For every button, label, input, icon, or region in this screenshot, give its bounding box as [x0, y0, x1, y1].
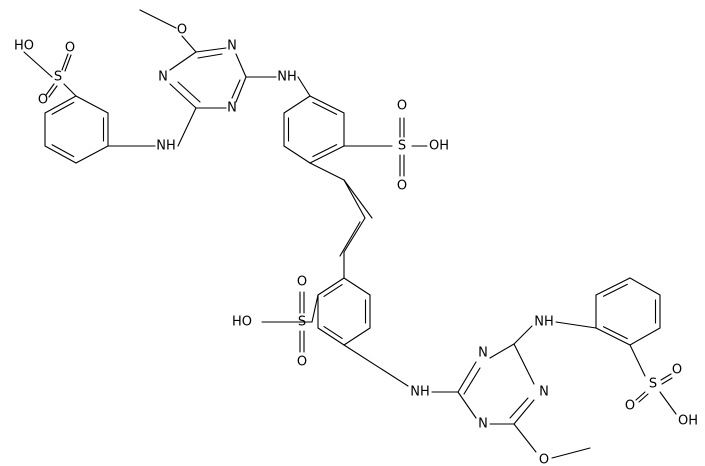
bond-line: [48, 85, 58, 98]
triazine-nitrogen-label: N: [158, 70, 168, 85]
bond-line: [45, 83, 55, 96]
phenyl-ring-bottom-right-bond: [595, 327, 631, 346]
bond-line: [297, 76, 311, 97]
bond-line: [343, 217, 366, 253]
sulfur-label-upper-ring: S: [398, 139, 406, 154]
benzene-ring-upper-bond: [283, 145, 311, 164]
double-bond-line: [602, 283, 628, 297]
bond-line: [661, 377, 673, 385]
triazine-bond: [195, 47, 227, 53]
sulfonyl-oxygen-label: O: [297, 275, 307, 290]
sulfur-label-top-left: S: [54, 70, 62, 85]
double-bond-line: [231, 79, 241, 99]
triazine-bond: [489, 343, 515, 359]
bond-line: [513, 325, 533, 345]
triazine-nitrogen-label: N: [227, 39, 237, 54]
bond-line: [64, 54, 72, 72]
bond-line: [139, 9, 177, 29]
bond-line: [177, 107, 197, 147]
bond-line: [660, 373, 672, 381]
sulfur-label-lower-ring: S: [298, 315, 306, 330]
sulfur-label-bottom-right: S: [649, 377, 657, 392]
sulfonyl-oxygen-label: O: [625, 399, 635, 414]
phenyl-ring-top-left-bond: [75, 95, 109, 114]
triazine-bond: [457, 391, 477, 419]
hydroxyl-label-lower-ring: HO: [232, 315, 252, 330]
hydroxyl-label-bottom-right: OH: [678, 414, 698, 429]
double-bond-line: [323, 326, 343, 340]
phenyl-ring-bottom-right-bond: [629, 277, 661, 296]
double-bond-line: [323, 283, 343, 297]
bond-line: [63, 83, 77, 97]
bond-line: [629, 344, 646, 377]
double-bond-line: [312, 101, 338, 115]
bond-line: [638, 393, 649, 403]
double-bond-line: [312, 144, 338, 158]
bond-line: [23, 51, 53, 78]
bond-line: [343, 179, 366, 219]
double-bond-line: [463, 367, 481, 395]
phenyl-ring-top-left-bond: [44, 95, 77, 114]
amine-nh-label-bottom-left: NH: [410, 385, 430, 400]
methoxy-oxygen-label-top: O: [177, 23, 187, 38]
benzene-ring-upper-bond: [309, 145, 345, 164]
bond-line: [181, 35, 197, 53]
double-bond-line: [51, 101, 75, 115]
vinyl-bond: [343, 179, 373, 219]
benzene-ring-upper-bond: [309, 95, 345, 114]
sulfonyl-oxygen-label: O: [672, 363, 682, 378]
bond-line: [61, 53, 69, 71]
sulfonyl-oxygen-label: O: [297, 355, 307, 370]
benzene-ring-lower-bond: [343, 277, 371, 296]
sulfonyl-oxygen-label: O: [397, 179, 407, 194]
amine-nh-label-bottom-right: NH: [534, 315, 554, 330]
phenyl-ring-top-left-bond: [44, 145, 77, 164]
sulfonyl-oxygen-label: O: [38, 93, 48, 108]
triazine-bond: [513, 399, 535, 425]
hydroxyl-label-upper-ring: OH: [429, 139, 449, 154]
double-bond-line: [602, 326, 628, 340]
bond-lines: [23, 9, 677, 459]
double-bond-line: [177, 81, 201, 103]
amine-nh-label-top-right: NH: [277, 70, 297, 85]
triazine-nitrogen-label: N: [478, 417, 488, 432]
sulfonyl-oxygen-label: O: [65, 41, 75, 56]
phenyl-ring-bottom-right-bond: [629, 327, 661, 346]
bond-line: [513, 423, 537, 453]
atom-labels: HO S O O O N N N NH NH S O O OH HO S O O…: [14, 23, 698, 466]
triazine-bond: [513, 343, 535, 385]
double-bond-line: [51, 144, 75, 158]
benzene-ring-lower-bond: [317, 327, 345, 346]
benzene-ring-lower-bond: [343, 327, 371, 346]
double-bond-line: [339, 221, 361, 257]
benzene-ring-lower-bond: [317, 277, 345, 296]
triazine-bond: [169, 51, 197, 71]
phenyl-ring-top-left-bond: [75, 145, 109, 164]
amine-nh-label-top-left: NH: [156, 139, 176, 154]
benzene-ring-upper-bond: [283, 95, 311, 114]
bond-line: [551, 447, 591, 459]
triazine-bond: [235, 76, 247, 103]
bond-line: [343, 344, 409, 387]
triazine-bond: [457, 361, 477, 393]
bond-line: [311, 294, 319, 323]
bond-line: [555, 321, 597, 329]
bond-line: [635, 391, 646, 401]
triazine-nitrogen-label: N: [539, 385, 549, 400]
triazine-nitrogen-label: N: [478, 346, 488, 361]
phenyl-ring-bottom-right-bond: [595, 277, 631, 296]
double-bond-line: [197, 53, 223, 59]
double-bond-line: [509, 397, 529, 419]
methoxy-oxygen-label-bottom: O: [539, 453, 549, 466]
triazine-bond: [169, 83, 197, 109]
bond-line: [309, 162, 345, 181]
hydroxyl-label-top-left: HO: [14, 39, 34, 54]
sulfonyl-oxygen-label: O: [397, 99, 407, 114]
bond-line: [659, 391, 677, 415]
triazine-bond: [235, 53, 247, 78]
triazine-nitrogen-label: N: [227, 101, 237, 116]
